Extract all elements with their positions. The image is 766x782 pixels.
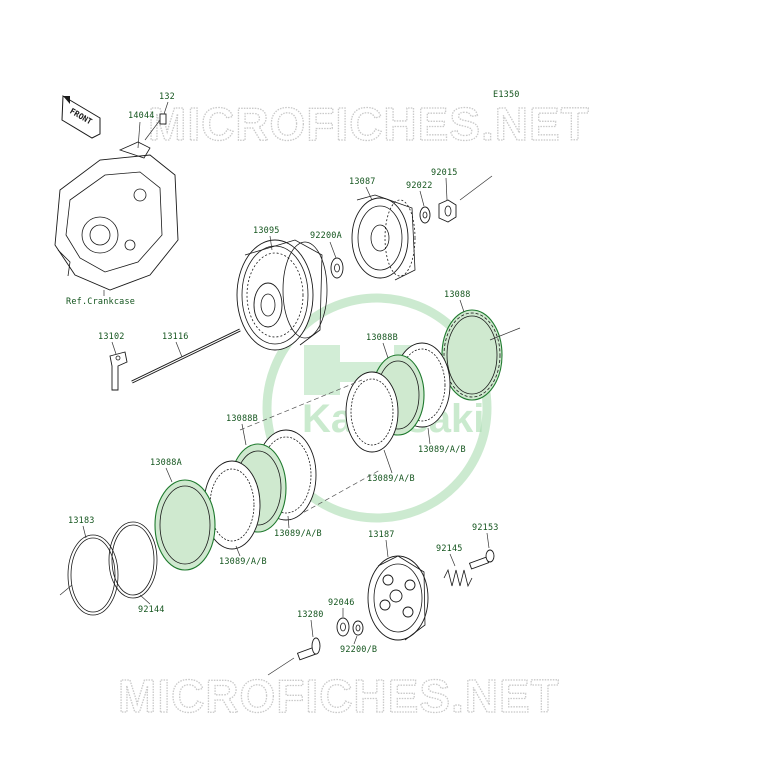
part-label-92200B: 92200/B — [340, 645, 377, 655]
part-label-13183: 13183 — [68, 516, 95, 526]
part-label-13095: 13095 — [253, 226, 280, 236]
spring-92145-icon — [443, 568, 473, 588]
push-lever-13102-icon — [109, 351, 128, 391]
ring-92144-icon — [108, 521, 158, 599]
part-label-132: 132 — [159, 92, 175, 102]
nut-92015-icon — [438, 199, 457, 223]
watermark-top: MICROFICHES.NET — [148, 98, 590, 150]
part-label-14044: 14044 — [128, 111, 155, 121]
crankcase-illustration — [54, 141, 179, 296]
part-label-92200A: 92200A — [310, 231, 342, 241]
bolt-92153-icon — [468, 549, 495, 570]
axis-dashed-line-upper — [239, 379, 363, 431]
part-label-92145: 92145 — [436, 544, 463, 554]
part-label-13088: 13088 — [444, 290, 471, 300]
crankcase-ref-label: Ref.Crankcase — [66, 297, 135, 307]
part-label-13280: 13280 — [297, 610, 324, 620]
axis-dashed-line-lower — [289, 469, 381, 521]
bearing-92046-icon — [336, 617, 350, 637]
friction-plate-13088 — [441, 309, 503, 401]
part-label-13088B-mid: 13088B — [226, 414, 258, 424]
part-label-13088A: 13088A — [150, 458, 182, 468]
part-label-13089AB-center: 13089/A/B — [367, 474, 415, 484]
washer-92200B-icon — [352, 620, 364, 636]
ring-13183-icon — [67, 534, 119, 616]
part-label-13087: 13087 — [349, 177, 376, 187]
washer-92200A-icon — [330, 257, 344, 279]
diagram-code: E1350 — [493, 90, 520, 100]
part-label-13187: 13187 — [368, 530, 395, 540]
part-label-92015: 92015 — [431, 168, 458, 178]
part-label-92022: 92022 — [406, 181, 433, 191]
plate-stack-right — [345, 342, 451, 453]
clutch-hub-13087 — [351, 194, 416, 281]
pressure-plate-13187 — [367, 555, 429, 641]
part-label-92046: 92046 — [328, 598, 355, 608]
watermark-bottom: MICROFICHES.NET — [118, 670, 560, 722]
plate-stack-middle — [203, 429, 317, 550]
part-label-13102: 13102 — [98, 332, 125, 342]
part-label-13089AB-right: 13089/A/B — [418, 445, 466, 455]
bolt-132-icon — [159, 101, 169, 125]
push-rod-13116-icon — [131, 328, 241, 384]
part-label-13089AB-left: 13089/A/B — [219, 557, 267, 567]
front-arrow-icon: FRONT — [61, 95, 101, 139]
friction-plate-13088A — [154, 479, 216, 571]
part-label-92144: 92144 — [138, 605, 165, 615]
clutch-housing-13095 — [236, 239, 328, 351]
washer-92022-icon — [419, 206, 431, 224]
part-label-13116: 13116 — [162, 332, 189, 342]
part-label-92153: 92153 — [472, 523, 499, 533]
pusher-13280-icon — [296, 637, 321, 661]
part-label-13088B-top: 13088B — [366, 333, 398, 343]
part-label-13089AB-mid: 13089/A/B — [274, 529, 322, 539]
